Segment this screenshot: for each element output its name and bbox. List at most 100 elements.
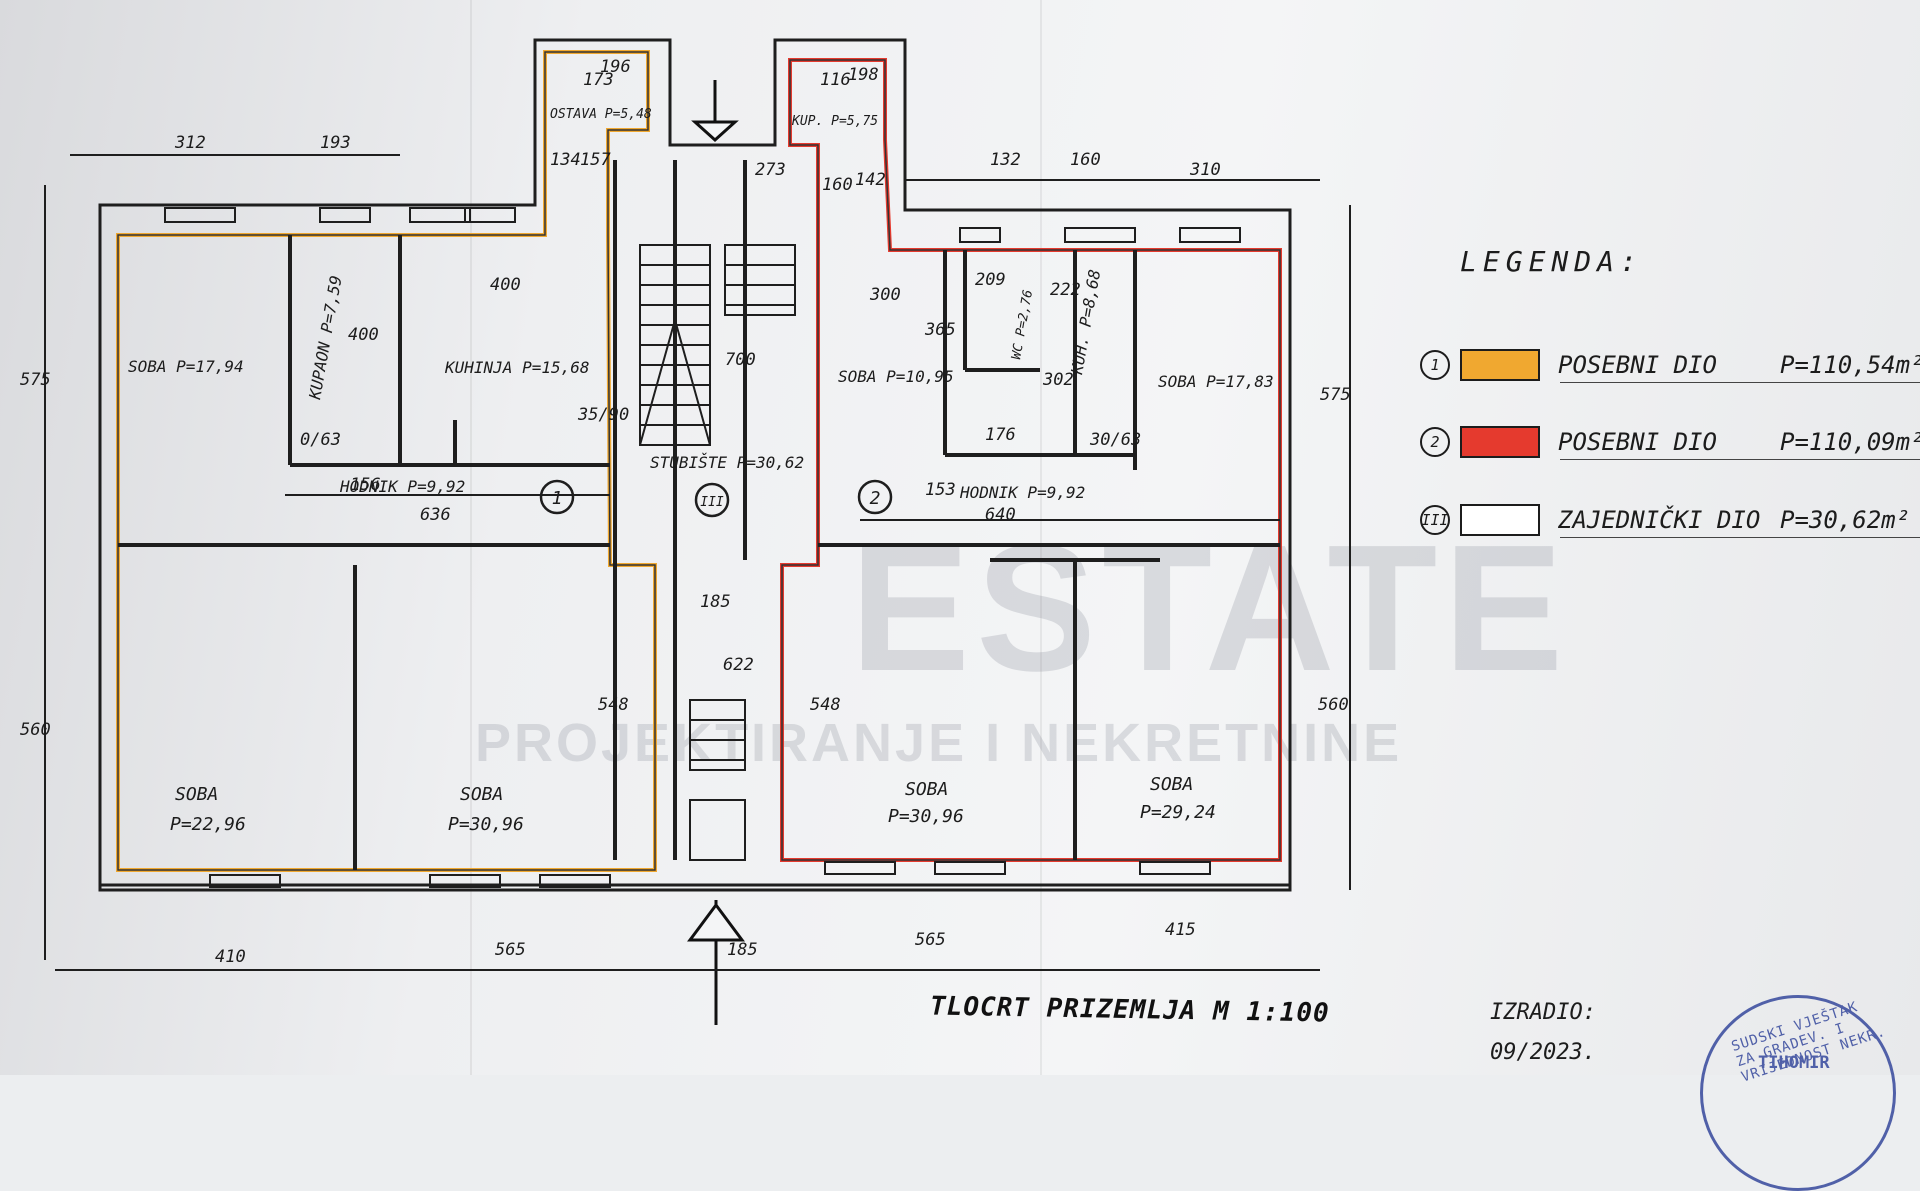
- room-soba-2296-title: SOBA: [175, 784, 218, 805]
- legend-area: P=110,54m²: [1780, 351, 1920, 379]
- dim-156: 156: [350, 475, 381, 495]
- legend-swatch-unit-2: [1460, 426, 1540, 458]
- unit-markers: [539, 479, 893, 518]
- dim-310: 310: [1189, 160, 1221, 180]
- dim-365: 365: [924, 320, 956, 340]
- dim-209: 209: [975, 270, 1006, 290]
- dim-640: 640: [985, 505, 1016, 525]
- marker-unit-2: 2: [870, 488, 881, 509]
- room-soba2-3096-area: P=30,96: [888, 806, 964, 827]
- legend-area: P=30,62m²: [1780, 506, 1911, 534]
- dim-548-left: 548: [598, 695, 629, 715]
- room-hodnik-2: HODNIK P=9,92: [959, 483, 1085, 502]
- dim-173: 173: [583, 70, 614, 90]
- dim-222: 222: [1050, 280, 1081, 300]
- paper-fold: [1040, 0, 1042, 1075]
- dim-312: 312: [174, 133, 206, 153]
- dim-160-a: 160: [822, 175, 853, 195]
- room-soba-2924-area: P=29,24: [1140, 802, 1216, 823]
- watermark-brand: ESTATE: [850, 508, 1570, 709]
- dim-410: 410: [215, 947, 246, 967]
- dim-35: 35/90: [577, 405, 629, 425]
- unit-2-wall: [781, 59, 1281, 861]
- room-ostava: OSTAVA P=5,48: [550, 107, 652, 122]
- floor-plan-drawing: 1 III 2 312 193 196 173 134 157 273 198 …: [20, 38, 1351, 1025]
- room-kupaon: KUPAON P=7,59: [305, 274, 346, 402]
- dimension-lines: [44, 154, 1351, 971]
- dim-415: 415: [1165, 920, 1196, 940]
- staircase: [639, 244, 796, 861]
- stamp-name: TIHOMIR: [1758, 1053, 1830, 1073]
- dim-273: 273: [755, 160, 786, 180]
- dim-622: 622: [723, 655, 754, 675]
- dim-176: 176: [985, 425, 1016, 445]
- legend-swatch-unit-1: [1460, 349, 1540, 381]
- legend-marker: III: [1420, 505, 1450, 535]
- dim-185-b: 185: [727, 940, 758, 960]
- dim-560-left: 560: [20, 720, 51, 740]
- dimension-labels: 312 193 196 173 134 157 273 198 116 160 …: [20, 57, 1351, 967]
- outer-walls: [98, 38, 1292, 892]
- room-soba-3096-title: SOBA: [460, 784, 503, 805]
- room-soba-3096-area: P=30,96: [448, 814, 524, 835]
- dim-560-right: 560: [1318, 695, 1349, 715]
- dim-196: 196: [600, 57, 631, 77]
- dim-548-right: 548: [810, 695, 841, 715]
- dim-063: 0/63: [300, 430, 341, 450]
- legend-item-unit-1: 1 POSEBNI DIO P=110,54m²: [1420, 345, 1920, 385]
- windows: [164, 207, 1241, 888]
- expert-stamp: SUDSKI VJEŠTAK ZA GRADEV. I VRIJEDNOST N…: [1700, 995, 1896, 1191]
- legend-label: ZAJEDNIČKI DIO: [1558, 506, 1761, 534]
- room-labels: SOBA P=17,94 KUPAON P=7,59 KUHINJA P=15,…: [128, 107, 1274, 835]
- unit-1-wall: [117, 51, 656, 871]
- legend-item-unit-2: 2 POSEBNI DIO P=110,09m²: [1420, 422, 1920, 462]
- room-kuhinja: KUHINJA P=15,68: [444, 358, 590, 377]
- dim-160-b: 160: [1070, 150, 1101, 170]
- dim-302: 302: [1042, 370, 1074, 390]
- dim-132: 132: [990, 150, 1021, 170]
- drawing-date: 09/2023.: [1490, 1040, 1596, 1065]
- legend-label: POSEBNI DIO: [1558, 351, 1717, 379]
- unit-1-outline: [116, 50, 657, 872]
- dim-700: 700: [725, 350, 756, 370]
- room-soba-1794: SOBA P=17,94: [128, 357, 244, 376]
- dim-565-b: 565: [915, 930, 946, 950]
- dim-157: 157: [580, 150, 611, 170]
- room-soba-2296-area: P=22,96: [170, 814, 246, 835]
- dim-565-a: 565: [495, 940, 526, 960]
- marker-unit-1: 1: [552, 488, 563, 509]
- dim-636: 636: [420, 505, 451, 525]
- paper-fold: [470, 0, 472, 1075]
- interior-walls: [118, 160, 1280, 870]
- dim-116: 116: [820, 70, 851, 90]
- legend-label: POSEBNI DIO: [1558, 428, 1717, 456]
- dim-575-right: 575: [1320, 385, 1351, 405]
- dim-300: 300: [869, 285, 901, 305]
- dim-198: 198: [848, 65, 879, 85]
- dim-575-left: 575: [20, 370, 51, 390]
- room-stubiste: STUBIŠTE P=30,62: [650, 453, 804, 472]
- legend-area: P=110,09m²: [1780, 428, 1920, 456]
- made-by-label: IZRADIO:: [1490, 1000, 1596, 1025]
- dim-30-a: 30/63: [1089, 430, 1141, 450]
- legend-title: LEGENDA:: [1460, 245, 1643, 278]
- dim-400-a: 400: [490, 275, 521, 295]
- dim-193: 193: [320, 133, 351, 153]
- dim-400-b: 400: [348, 325, 379, 345]
- legend-swatch-common: [1460, 504, 1540, 536]
- dim-134: 134: [550, 150, 581, 170]
- room-soba2-3096-title: SOBA: [905, 779, 948, 800]
- dim-185-a: 185: [700, 592, 731, 612]
- room-kup: KUP. P=5,75: [791, 114, 878, 129]
- legend-marker: 1: [1420, 350, 1450, 380]
- dim-153: 153: [925, 480, 956, 500]
- room-soba-1095: SOBA P=10,95: [838, 367, 954, 386]
- legend-item-common: III ZAJEDNIČKI DIO P=30,62m²: [1420, 500, 1920, 540]
- room-soba-1783: SOBA P=17,83: [1158, 372, 1274, 391]
- dim-142: 142: [855, 170, 886, 190]
- marker-common: III: [700, 495, 724, 510]
- legend-marker: 2: [1420, 427, 1450, 457]
- room-wc: WC P=2,76: [1009, 289, 1036, 361]
- room-soba-2924-title: SOBA: [1150, 774, 1193, 795]
